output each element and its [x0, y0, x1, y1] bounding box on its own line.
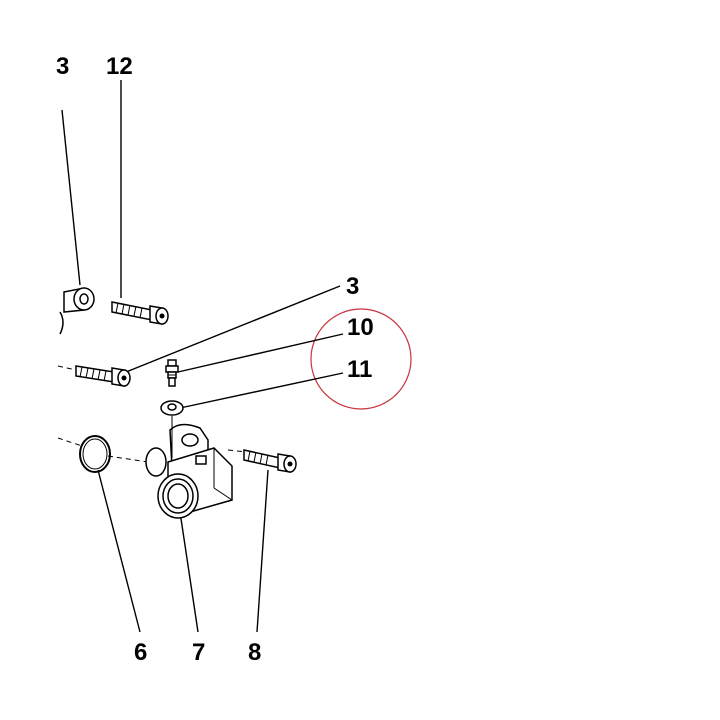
- callout-3-middle: 3: [346, 273, 359, 300]
- bolt-8: [243, 449, 297, 473]
- bolt-12: [111, 301, 169, 325]
- partial-housing-edge: [59, 311, 64, 335]
- alignment-lines: [57, 365, 247, 463]
- callout-3-top-left: 3: [56, 53, 69, 80]
- grease-nipple-10: [165, 359, 179, 387]
- leader-lines: [61, 80, 344, 633]
- leader-10: [177, 333, 344, 373]
- callout-8: 8: [248, 639, 261, 666]
- alignment-line-right: [227, 449, 247, 453]
- bolt-3-middle: [75, 365, 131, 387]
- callout-10: 10: [347, 314, 374, 341]
- spacer-sleeve: [63, 287, 95, 313]
- alignment-line-left: [57, 437, 83, 447]
- callout-12: 12: [106, 53, 133, 80]
- leader-3-top-left: [61, 109, 81, 286]
- leader-11: [179, 372, 344, 409]
- leader-7: [179, 511, 199, 633]
- leader-3-middle: [125, 285, 341, 373]
- washer-11: [160, 400, 184, 416]
- housing-7: [145, 416, 233, 519]
- alignment-line-ring: [107, 455, 149, 463]
- alignment-line-bolt: [57, 365, 77, 371]
- callout-6: 6: [134, 639, 147, 666]
- leader-6: [97, 469, 141, 633]
- o-ring-6: [79, 435, 111, 473]
- callout-7: 7: [192, 639, 205, 666]
- highlight-circle: [310, 308, 412, 410]
- leader-8: [256, 469, 269, 633]
- callout-11: 11: [347, 356, 372, 383]
